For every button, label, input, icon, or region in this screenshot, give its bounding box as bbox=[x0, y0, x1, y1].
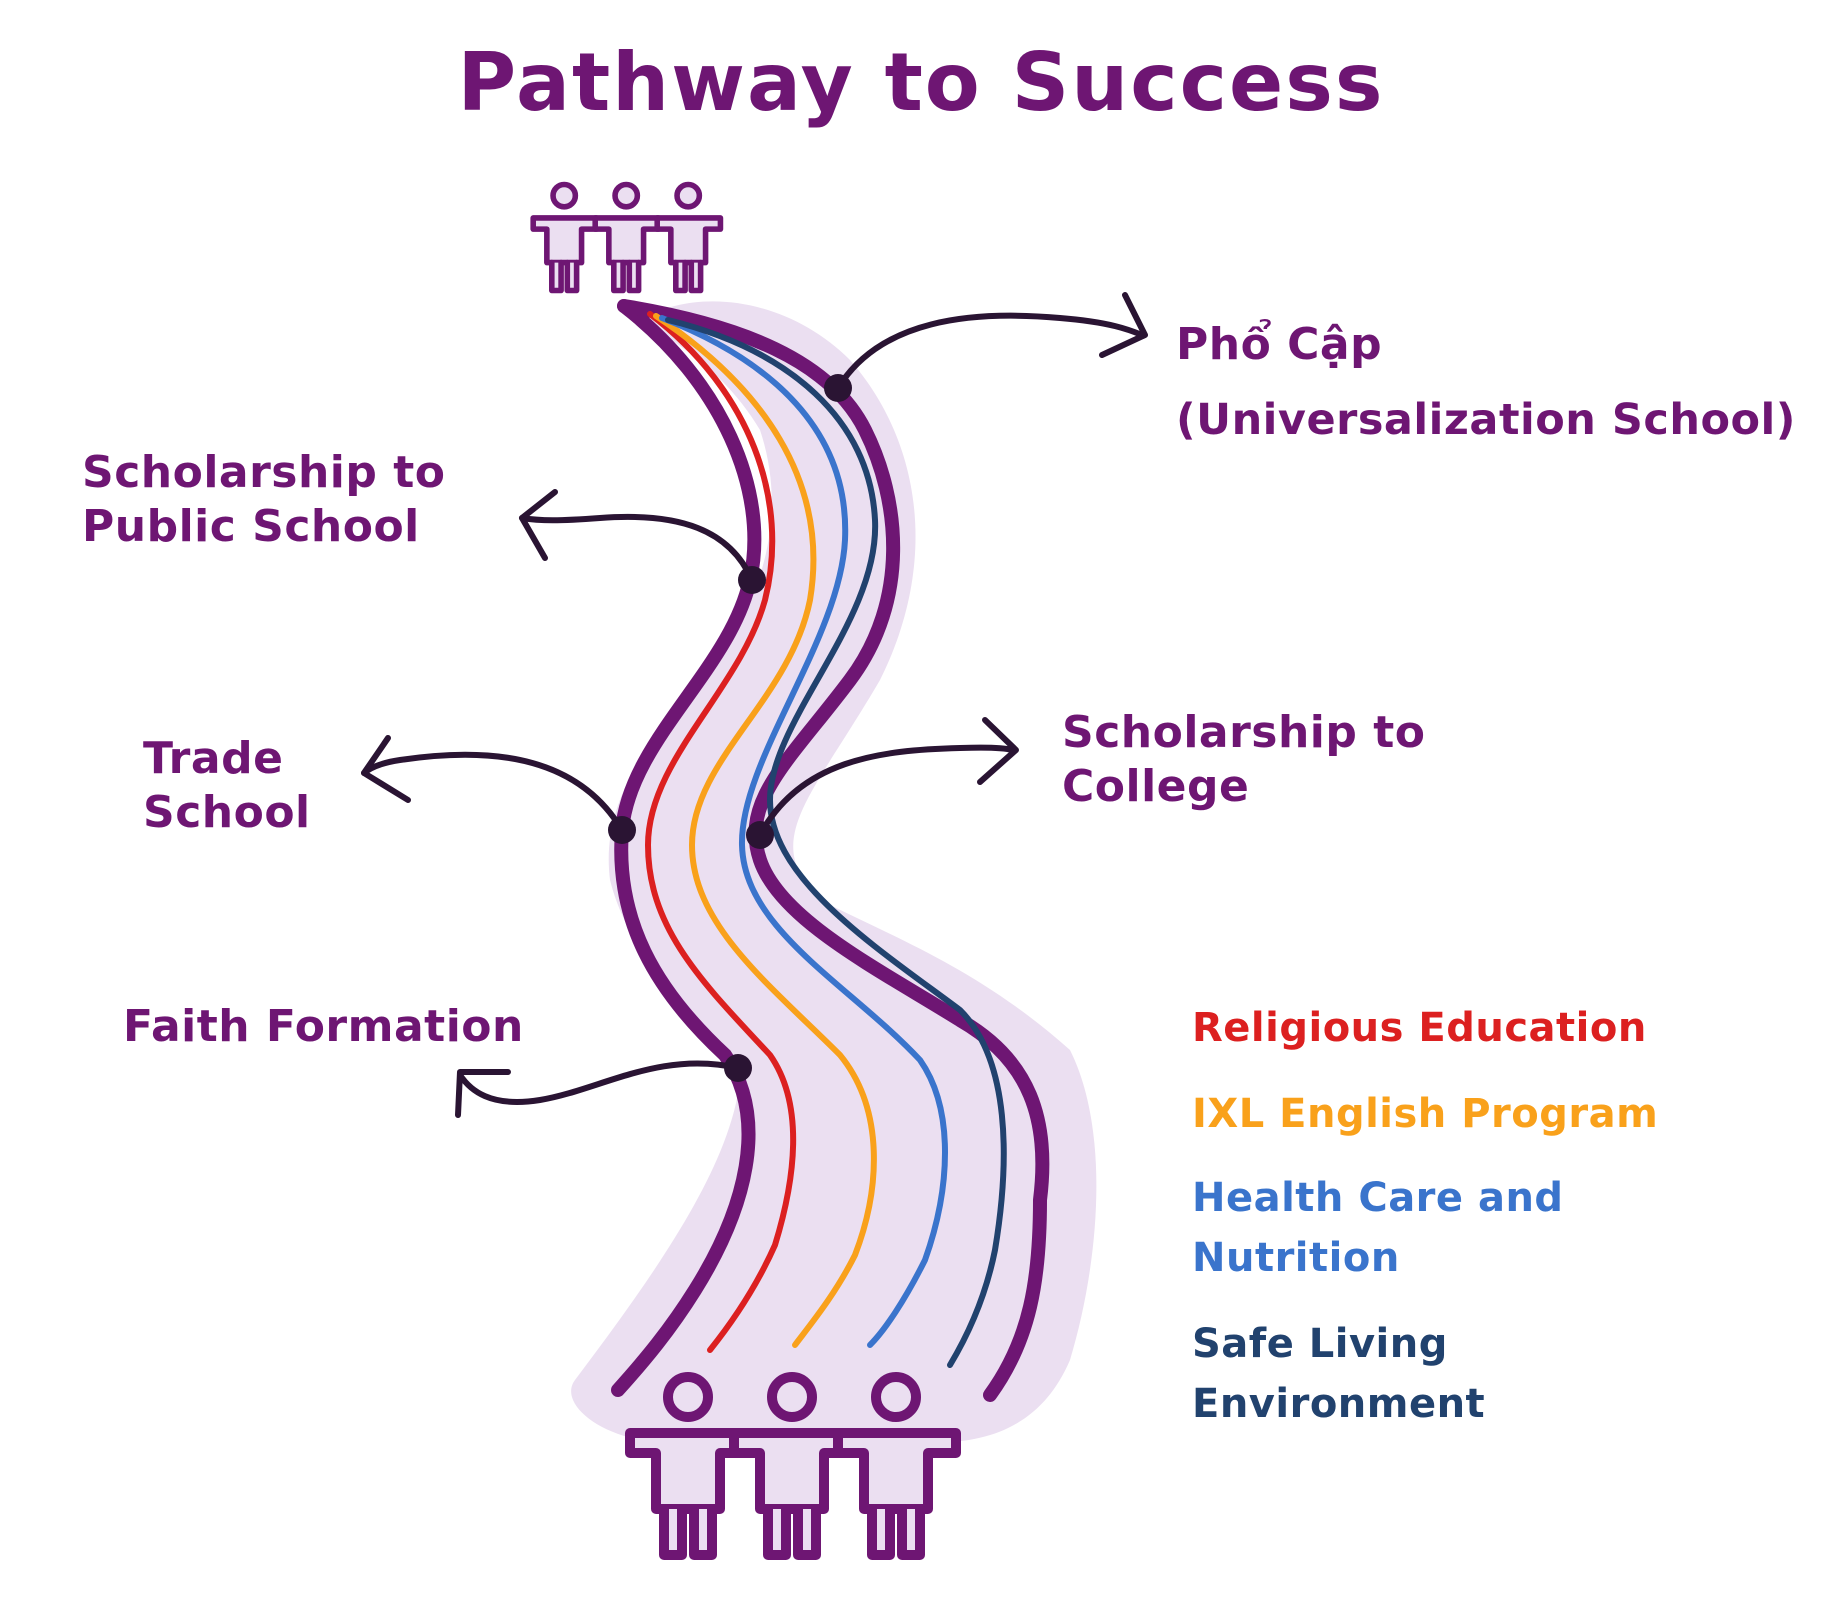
branch-dot-trade-school bbox=[608, 816, 636, 844]
legend-safe-living-line1: Safe Living bbox=[1192, 1321, 1448, 1367]
label-trade-school-line2: School bbox=[143, 786, 311, 838]
legend-health-care: Health Care and Nutrition bbox=[1192, 1168, 1564, 1288]
arrow-faith-formation-head bbox=[455, 1069, 511, 1118]
label-public-school-line2: Public School bbox=[82, 500, 420, 552]
arrow-college-head bbox=[977, 717, 1019, 785]
legend-safe-living: Safe Living Environment bbox=[1192, 1314, 1485, 1434]
legend-safe-living-line2: Environment bbox=[1192, 1381, 1486, 1427]
label-pho-cap-line1: Phổ Cập bbox=[1176, 319, 1383, 370]
label-college: Scholarship to College bbox=[1062, 706, 1425, 813]
arrow-trade-school bbox=[361, 751, 625, 833]
label-college-line2: College bbox=[1062, 760, 1250, 812]
branch-dot-public-school bbox=[738, 566, 766, 594]
people-icon-bottom bbox=[625, 1372, 961, 1560]
path-shadow bbox=[571, 301, 1097, 1443]
label-trade-school: Trade School bbox=[143, 732, 311, 839]
road-left-edge bbox=[611, 299, 762, 1397]
lane-ixl-english bbox=[653, 313, 877, 1348]
label-trade-school-line1: Trade bbox=[143, 733, 284, 784]
arrow-trade-school-head bbox=[361, 735, 411, 803]
legend-health-care-line2: Nutrition bbox=[1192, 1235, 1400, 1281]
page-title: Pathway to Success bbox=[457, 36, 1385, 129]
branch-dot-college bbox=[746, 821, 774, 849]
lane-religious-education bbox=[644, 311, 797, 1353]
legend-religious-education: Religious Education bbox=[1192, 1005, 1647, 1051]
road-right-edge bbox=[617, 299, 1050, 1402]
legend-ixl-english: IXL English Program bbox=[1192, 1091, 1659, 1137]
lane-health-care bbox=[659, 315, 948, 1348]
arrow-college bbox=[757, 744, 1015, 838]
label-college-line1: Scholarship to bbox=[1062, 707, 1426, 758]
branch-dot-faith-formation bbox=[724, 1054, 752, 1082]
label-public-school-line1: Scholarship to bbox=[82, 447, 446, 498]
arrow-public-school-head bbox=[519, 489, 558, 561]
arrow-pho-cap bbox=[835, 312, 1145, 391]
label-faith-formation: Faith Formation bbox=[123, 1001, 524, 1052]
lane-safe-living bbox=[665, 317, 1007, 1368]
legend-health-care-line1: Health Care and bbox=[1192, 1175, 1564, 1221]
arrow-pho-cap-head bbox=[1099, 292, 1148, 358]
arrow-public-school bbox=[519, 513, 755, 583]
arrow-faith-formation bbox=[457, 1060, 741, 1105]
label-public-school: Scholarship to Public School bbox=[82, 446, 445, 553]
people-icon-top bbox=[530, 181, 724, 294]
branch-dot-pho-cap bbox=[824, 374, 852, 402]
label-pho-cap: Phổ Cập (Universalization School) bbox=[1176, 318, 1796, 446]
label-pho-cap-line2: (Universalization School) bbox=[1176, 394, 1796, 445]
